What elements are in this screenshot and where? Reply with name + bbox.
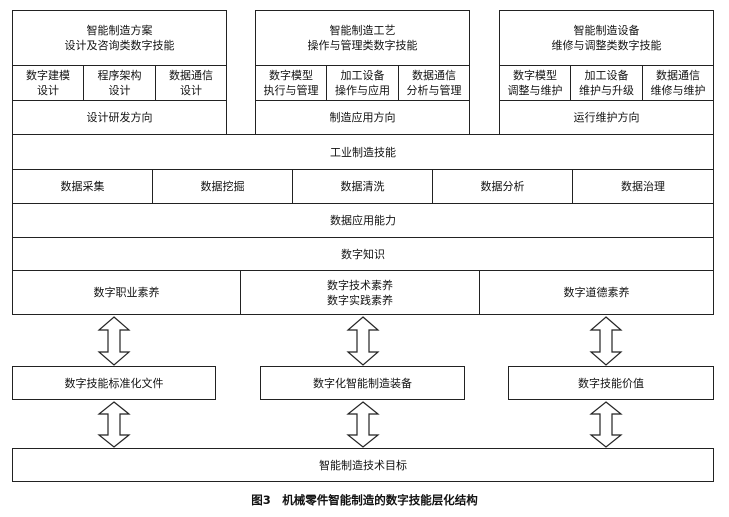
group-3-sub-2-line-2: 维护与升级 bbox=[579, 84, 634, 97]
group-1-title-line-1: 智能制造方案 bbox=[86, 24, 153, 37]
group-3-title: 智能制造设备 维修与调整类数字技能 bbox=[499, 10, 714, 66]
group-1-sub-3-line-1: 数据通信 bbox=[169, 69, 213, 82]
group-2-sub-3-line-1: 数据通信 bbox=[412, 69, 456, 82]
literacy-middle-line-1: 数字技术素养 bbox=[327, 278, 393, 292]
literacy-left: 数字职业素养 bbox=[12, 270, 241, 315]
group-2-sub-2-line-2: 操作与应用 bbox=[335, 84, 390, 97]
group-3-direction: 运行维护方向 bbox=[499, 100, 714, 135]
group-1-title-line-2: 设计及咨询类数字技能 bbox=[64, 39, 175, 52]
goal-label: 智能制造技术目标 bbox=[319, 458, 407, 472]
group-1-sub-2-line-2: 设计 bbox=[108, 84, 131, 97]
figure-caption: 图3 机械零件智能制造的数字技能层化结构 bbox=[251, 493, 478, 507]
digital-knowledge-label: 数字知识 bbox=[341, 247, 385, 261]
data-application-bar: 数据应用能力 bbox=[12, 203, 714, 238]
pillar-2-label: 数字化智能制造装备 bbox=[313, 376, 412, 390]
group-3-sub-3-line-2: 维修与维护 bbox=[650, 84, 706, 97]
data-application-label: 数据应用能力 bbox=[330, 214, 396, 227]
group-2-sub-1: 数字模型 执行与管理 bbox=[255, 65, 327, 101]
literacy-right: 数字道德素养 bbox=[479, 270, 714, 315]
group-2-sub-1-line-1: 数字模型 bbox=[269, 69, 313, 82]
group-1-direction: 设计研发方向 bbox=[12, 100, 227, 135]
group-2-sub-3-line-2: 分析与管理 bbox=[406, 84, 462, 97]
data-op-4-label: 数据分析 bbox=[480, 180, 525, 193]
double-arrow-4-icon bbox=[97, 401, 131, 448]
literacy-right-label: 数字道德素养 bbox=[563, 286, 630, 299]
pillar-3-label: 数字技能价值 bbox=[578, 376, 644, 390]
double-arrow-6-icon bbox=[589, 401, 623, 448]
pillar-1-label: 数字技能标准化文件 bbox=[64, 376, 164, 390]
data-op-5-label: 数据治理 bbox=[621, 180, 665, 193]
group-3-sub-1-line-2: 调整与维护 bbox=[507, 84, 563, 97]
data-op-3-label: 数据清洗 bbox=[340, 180, 385, 193]
double-arrow-5-icon bbox=[346, 401, 380, 448]
group-1-title: 智能制造方案 设计及咨询类数字技能 bbox=[12, 10, 227, 66]
group-2-direction-label: 制造应用方向 bbox=[329, 111, 396, 124]
group-2-sub-1-line-2: 执行与管理 bbox=[263, 84, 319, 97]
group-3-title-line-2: 维修与调整类数字技能 bbox=[551, 39, 662, 52]
group-3-title-line-1: 智能制造设备 bbox=[573, 24, 640, 37]
pillar-1: 数字技能标准化文件 bbox=[12, 366, 216, 400]
data-op-3: 数据清洗 bbox=[292, 169, 433, 204]
group-2-sub-3: 数据通信 分析与管理 bbox=[398, 65, 470, 101]
double-arrow-3-icon bbox=[589, 316, 623, 366]
group-1-sub-3: 数据通信 设计 bbox=[155, 65, 227, 101]
group-2-title-line-1: 智能制造工艺 bbox=[329, 24, 396, 37]
group-1-sub-1-line-2: 设计 bbox=[37, 84, 59, 97]
industrial-skill-label: 工业制造技能 bbox=[330, 145, 396, 159]
group-2-title-line-2: 操作与管理类数字技能 bbox=[307, 39, 418, 52]
data-op-1: 数据采集 bbox=[12, 169, 153, 204]
digital-knowledge-bar: 数字知识 bbox=[12, 237, 714, 271]
group-2-sub-2-line-1: 加工设备 bbox=[340, 69, 385, 82]
literacy-middle: 数字技术素养 数字实践素养 bbox=[240, 270, 480, 315]
group-3-direction-label: 运行维护方向 bbox=[573, 111, 640, 124]
industrial-skill-bar: 工业制造技能 bbox=[12, 134, 714, 170]
pillar-3: 数字技能价值 bbox=[508, 366, 714, 400]
data-op-5: 数据治理 bbox=[572, 169, 714, 204]
group-3-sub-3: 数据通信 维修与维护 bbox=[642, 65, 714, 101]
group-1-sub-1: 数字建模 设计 bbox=[12, 65, 84, 101]
data-op-1-label: 数据采集 bbox=[60, 180, 105, 193]
group-2-title: 智能制造工艺 操作与管理类数字技能 bbox=[255, 10, 470, 66]
group-1-sub-2-line-1: 程序架构 bbox=[97, 69, 142, 82]
group-2-sub-2: 加工设备 操作与应用 bbox=[326, 65, 399, 101]
data-op-2: 数据挖掘 bbox=[152, 169, 293, 204]
group-1-sub-3-line-2: 设计 bbox=[180, 84, 202, 97]
data-op-4: 数据分析 bbox=[432, 169, 573, 204]
double-arrow-1-icon bbox=[97, 316, 131, 366]
pillar-2: 数字化智能制造装备 bbox=[260, 366, 465, 400]
group-1-sub-1-line-1: 数字建模 bbox=[26, 69, 70, 82]
group-3-sub-2-line-1: 加工设备 bbox=[584, 69, 629, 82]
data-op-2-label: 数据挖掘 bbox=[200, 180, 245, 193]
group-3-sub-1: 数字模型 调整与维护 bbox=[499, 65, 571, 101]
group-2-direction: 制造应用方向 bbox=[255, 100, 470, 135]
goal-bar: 智能制造技术目标 bbox=[12, 448, 714, 482]
literacy-middle-line-2: 数字实践素养 bbox=[327, 293, 393, 307]
double-arrow-2-icon bbox=[346, 316, 380, 366]
group-3-sub-1-line-1: 数字模型 bbox=[513, 69, 557, 82]
group-1-sub-2: 程序架构 设计 bbox=[83, 65, 156, 101]
group-1-direction-label: 设计研发方向 bbox=[86, 111, 153, 124]
group-3-sub-2: 加工设备 维护与升级 bbox=[570, 65, 643, 101]
literacy-left-label: 数字职业素养 bbox=[93, 286, 160, 299]
group-3-sub-3-line-1: 数据通信 bbox=[656, 69, 700, 82]
